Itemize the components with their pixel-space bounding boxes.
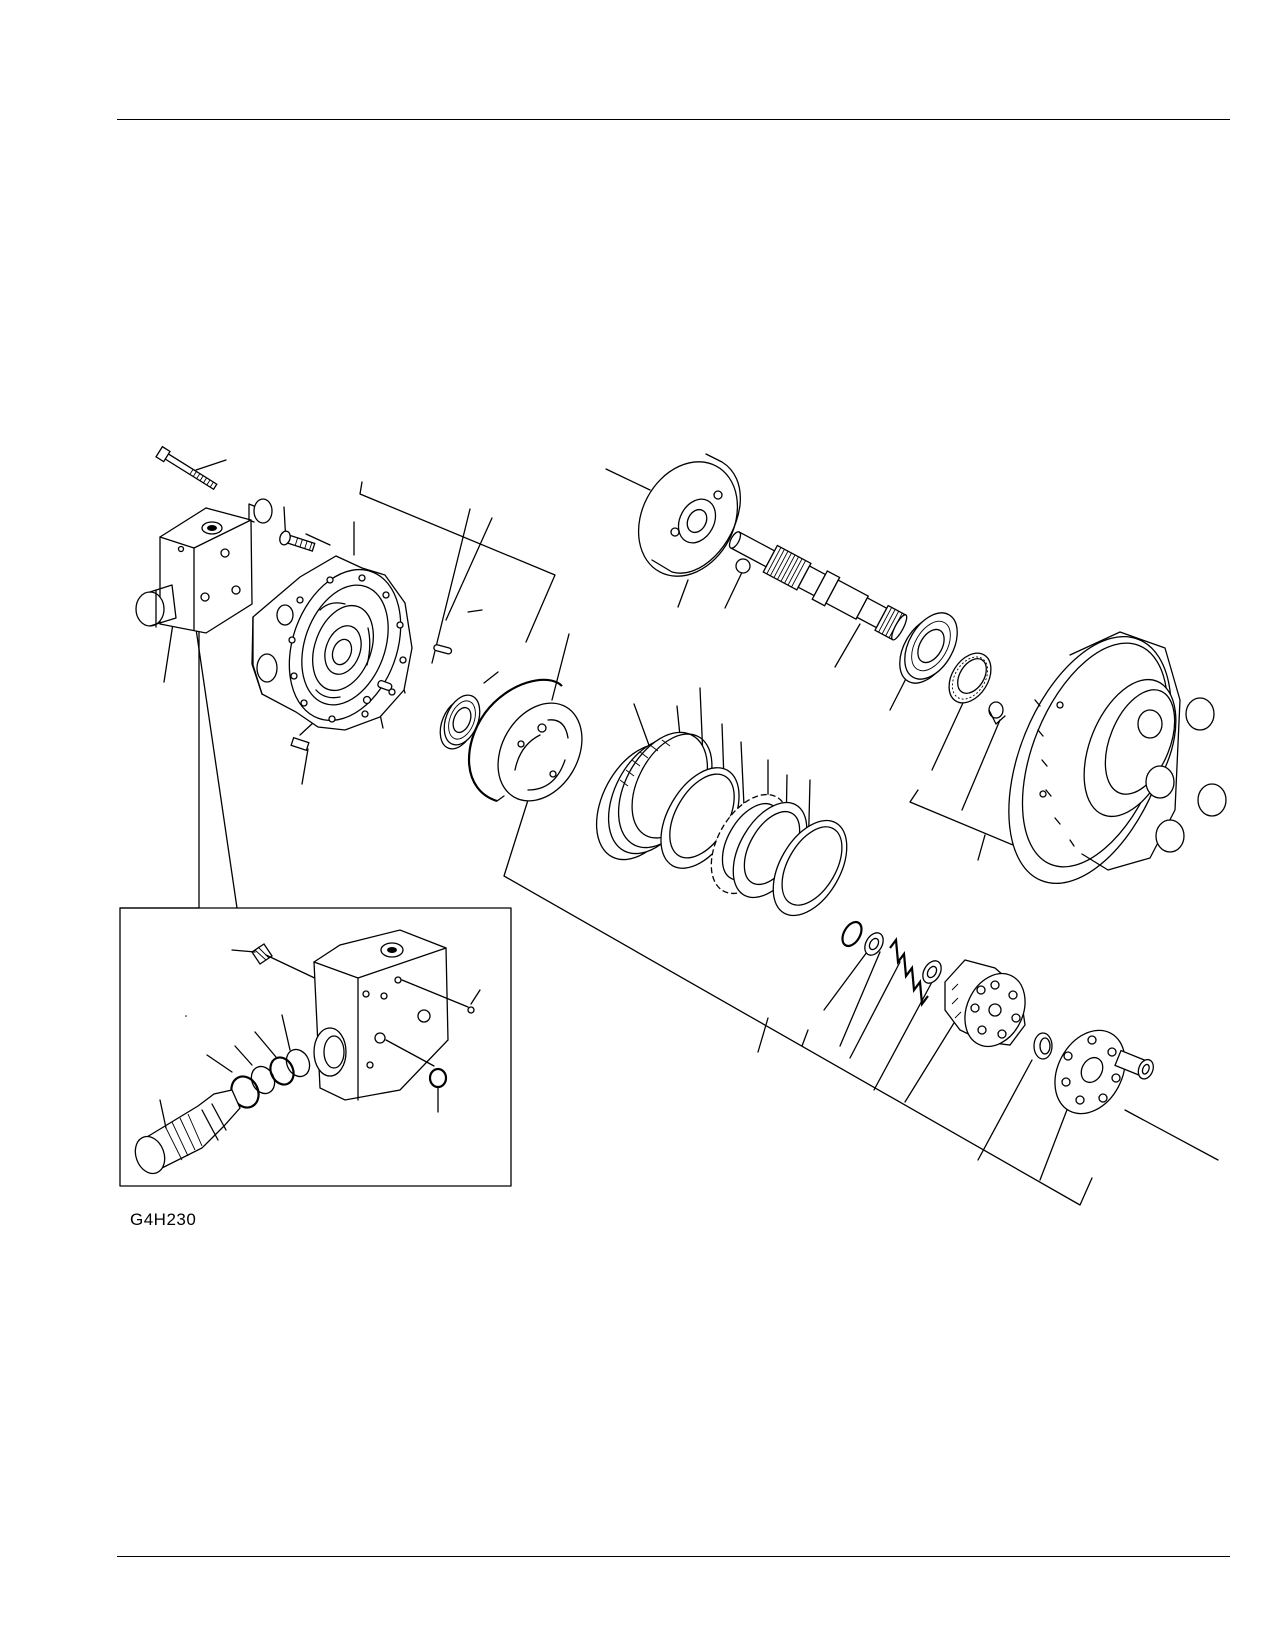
separator-ring-part bbox=[772, 819, 848, 917]
ball-guide-part bbox=[1033, 1032, 1053, 1060]
steel-ball-part bbox=[735, 558, 751, 574]
washer-part bbox=[922, 960, 942, 984]
bottom-rule bbox=[117, 1556, 1230, 1557]
drive-shaft-part bbox=[728, 531, 908, 641]
spring-seat-part bbox=[864, 932, 884, 956]
inset-o-ring-small-part bbox=[428, 989, 481, 1113]
leader-lines bbox=[119, 459, 1219, 1206]
long-bolt-part bbox=[155, 445, 218, 491]
inset-valve-body-part bbox=[313, 929, 469, 1101]
dowel-pin-part bbox=[433, 644, 453, 655]
small-pin-part bbox=[290, 679, 393, 752]
oil-seal-part bbox=[948, 652, 992, 704]
figure-caption: G4H230 bbox=[130, 1210, 197, 1229]
inset-relief-valve-cartridge-part bbox=[134, 1089, 241, 1175]
valve-block-part bbox=[135, 498, 273, 634]
inset-stray-mark bbox=[185, 1015, 187, 1017]
valve-plate-part bbox=[497, 702, 583, 802]
retaining-ring-part bbox=[841, 920, 863, 948]
ball-bearing-left-part bbox=[439, 694, 481, 750]
retainer-plate-part bbox=[1054, 1029, 1126, 1115]
spring-part bbox=[889, 937, 929, 1007]
top-rule bbox=[117, 119, 1230, 120]
inset-frame bbox=[119, 907, 512, 1187]
piston-part bbox=[1114, 1049, 1154, 1080]
swash-plate-part bbox=[637, 453, 741, 577]
cylinder-block-part bbox=[944, 959, 1026, 1048]
friction-plate-part bbox=[710, 793, 808, 899]
small-bolt-part bbox=[279, 530, 316, 552]
plug-part bbox=[988, 701, 1006, 725]
snap-ring-part bbox=[467, 678, 563, 803]
ball-bearing-right-part bbox=[899, 612, 958, 684]
inset-backup-ring-part bbox=[206, 1014, 311, 1109]
motor-housing-part bbox=[251, 555, 413, 731]
output-hub-part bbox=[1008, 631, 1227, 885]
